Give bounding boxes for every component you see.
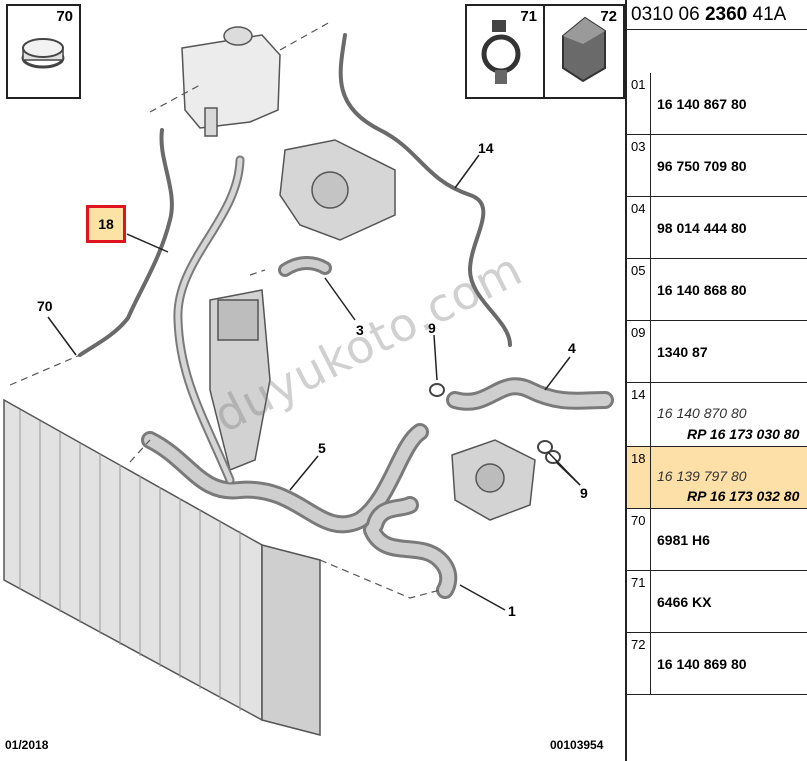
row-reference: 16 139 797 80 bbox=[657, 468, 747, 484]
row-replacement: RP 16 173 030 80 bbox=[687, 426, 800, 442]
row-index: 04 bbox=[627, 197, 651, 258]
callout-3[interactable]: 3 bbox=[356, 322, 364, 338]
oil-cooler-shape bbox=[209, 289, 271, 472]
row-reference: 16 140 868 80 bbox=[657, 282, 747, 298]
clamp-icon bbox=[21, 38, 65, 69]
panel-header: 0310 06 2360 41A bbox=[627, 0, 807, 30]
inset-70[interactable]: 70 bbox=[6, 4, 81, 99]
bracket-icon bbox=[562, 16, 606, 83]
callout-9-bottom[interactable]: 9 bbox=[580, 485, 588, 501]
row-reference: 6466 KX bbox=[657, 594, 712, 610]
hose-18-shape bbox=[78, 128, 174, 357]
row-replacement: RP 16 173 032 80 bbox=[687, 488, 800, 504]
row-reference: 16 140 869 80 bbox=[657, 656, 747, 672]
table-row-71[interactable]: 71 6466 KX bbox=[627, 571, 807, 633]
table-row-03[interactable]: 03 96 750 709 80 bbox=[627, 135, 807, 197]
row-index: 14 bbox=[627, 383, 651, 446]
callout-4[interactable]: 4 bbox=[568, 340, 576, 356]
parts-diagram: 70 71 72 14 3 70 9 4 5 9 1 18 duyukoto.c… bbox=[3, 4, 625, 752]
row-index: 70 bbox=[627, 509, 651, 570]
row-index: 01 bbox=[627, 73, 651, 134]
diagram-drawing bbox=[3, 21, 614, 736]
diagram-date: 01/2018 bbox=[5, 738, 49, 752]
table-row-09[interactable]: 09 1340 87 bbox=[627, 321, 807, 383]
pump-housing-shape bbox=[279, 139, 396, 241]
row-index: 71 bbox=[627, 571, 651, 632]
row-index: 09 bbox=[627, 321, 651, 382]
thermostat-housing-shape bbox=[451, 439, 536, 521]
parts-table: 0310 06 2360 41A 01 16 140 867 80 03 96 … bbox=[625, 0, 807, 761]
callout-14[interactable]: 14 bbox=[478, 140, 494, 156]
row-index: 05 bbox=[627, 259, 651, 320]
inset-71[interactable]: 71 bbox=[465, 4, 545, 99]
inset-70-label: 70 bbox=[56, 8, 73, 25]
callout-70[interactable]: 70 bbox=[37, 298, 53, 314]
row-reference: 16 140 870 80 bbox=[657, 405, 747, 421]
row-index: 03 bbox=[627, 135, 651, 196]
row-reference: 1340 87 bbox=[657, 344, 708, 360]
radiator-shape bbox=[3, 398, 321, 736]
row-index: 72 bbox=[627, 633, 651, 694]
header-suffix: 41A bbox=[747, 4, 787, 25]
inset-72[interactable]: 72 bbox=[543, 4, 625, 99]
o-rings-shape bbox=[429, 383, 561, 464]
row-reference: 16 140 867 80 bbox=[657, 96, 747, 112]
row-reference: 96 750 709 80 bbox=[657, 158, 747, 174]
inset-71-label: 71 bbox=[520, 8, 537, 25]
table-row-14[interactable]: 14 16 140 870 80 RP 16 173 030 80 bbox=[627, 383, 807, 447]
diagram-code: 00103954 bbox=[550, 738, 604, 752]
callout-5[interactable]: 5 bbox=[318, 440, 326, 456]
row-reference: 6981 H6 bbox=[657, 532, 710, 548]
hose-14-shape bbox=[338, 33, 512, 347]
table-row-05[interactable]: 05 16 140 868 80 bbox=[627, 259, 807, 321]
table-row-01[interactable]: 01 16 140 867 80 bbox=[627, 73, 807, 135]
header-bold: 2360 bbox=[704, 4, 748, 25]
row-reference: 98 014 444 80 bbox=[657, 220, 747, 236]
header-prefix: 0310 06 bbox=[631, 4, 705, 25]
table-row-70[interactable]: 70 6981 H6 bbox=[627, 509, 807, 571]
expansion-tank-shape bbox=[181, 26, 281, 137]
clip-icon bbox=[481, 20, 521, 84]
callout-18-highlighted[interactable]: 18 bbox=[86, 205, 126, 243]
table-row-18-selected[interactable]: 18 16 139 797 80 RP 16 173 032 80 bbox=[627, 447, 807, 509]
callout-1[interactable]: 1 bbox=[508, 603, 516, 619]
callout-9-top[interactable]: 9 bbox=[428, 320, 436, 336]
table-row-72[interactable]: 72 16 140 869 80 bbox=[627, 633, 807, 695]
row-index: 18 bbox=[627, 447, 651, 508]
inset-72-label: 72 bbox=[600, 8, 617, 25]
table-row-04[interactable]: 04 98 014 444 80 bbox=[627, 197, 807, 259]
